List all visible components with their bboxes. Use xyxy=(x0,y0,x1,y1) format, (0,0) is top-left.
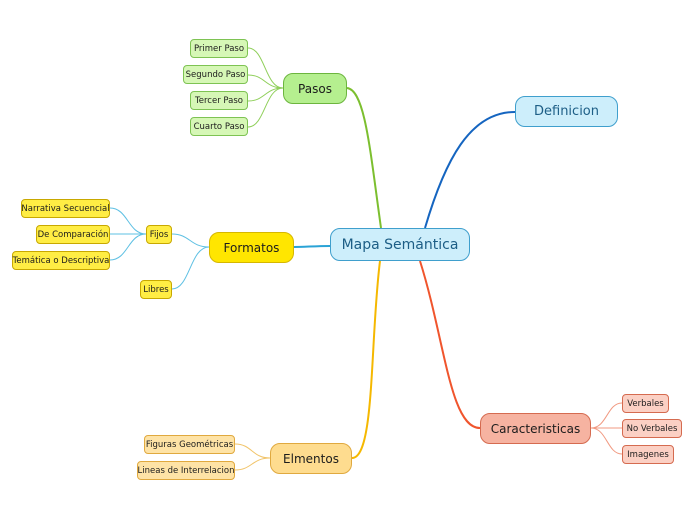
connector-tercer-paso xyxy=(247,87,284,102)
lineas-interrelacion-node[interactable]: Lineas de Interrelacion xyxy=(137,461,235,480)
libres-node[interactable]: Libres xyxy=(140,280,172,299)
tematica-descriptiva-node[interactable]: Temática o Descriptiva xyxy=(12,251,110,270)
fijos-node[interactable]: Fijos xyxy=(146,225,172,244)
cuarto-paso-node[interactable]: Cuarto Paso xyxy=(190,117,248,136)
connector-formatos xyxy=(293,245,331,248)
connector-verbales xyxy=(590,402,623,429)
tercer-paso-node[interactable]: Tercer Paso xyxy=(190,91,248,110)
connector-libres xyxy=(171,246,210,290)
caracteristicas-node[interactable]: Caracteristicas xyxy=(480,413,591,444)
connector-cuarto-paso xyxy=(247,87,284,128)
connector-narrativa xyxy=(109,207,147,235)
connector-elementos xyxy=(351,260,381,459)
connector-segundo-paso xyxy=(247,74,284,89)
segundo-paso-node[interactable]: Segundo Paso xyxy=(183,65,248,84)
imagenes-node[interactable]: Imagenes xyxy=(622,445,674,464)
elementos-node[interactable]: Elmentos xyxy=(270,443,352,474)
definicion-node[interactable]: Definicion xyxy=(515,96,618,127)
formatos-node[interactable]: Formatos xyxy=(209,232,294,263)
connector-caracteristicas xyxy=(419,260,481,429)
primer-paso-node[interactable]: Primer Paso xyxy=(190,39,248,58)
no-verbales-node[interactable]: No Verbales xyxy=(622,419,682,438)
connector-primer-paso xyxy=(247,47,284,89)
figuras-geometricas-node[interactable]: Figuras Geométricas xyxy=(144,435,235,454)
de-comparacion-node[interactable]: De Comparación xyxy=(36,225,110,244)
connector-definicion xyxy=(424,111,516,229)
connector-figuras xyxy=(234,443,271,459)
connector-fijos xyxy=(171,233,210,248)
central-node[interactable]: Mapa Semántica xyxy=(330,228,470,261)
connector-imagenes xyxy=(590,427,623,455)
connector-tematica xyxy=(109,233,147,261)
pasos-node[interactable]: Pasos xyxy=(283,73,347,104)
connector-pasos xyxy=(346,87,382,229)
narrativa-secuencial-node[interactable]: Narrativa Secuencial xyxy=(21,199,110,218)
connector-lineas xyxy=(234,457,271,471)
verbales-node[interactable]: Verbales xyxy=(622,394,669,413)
